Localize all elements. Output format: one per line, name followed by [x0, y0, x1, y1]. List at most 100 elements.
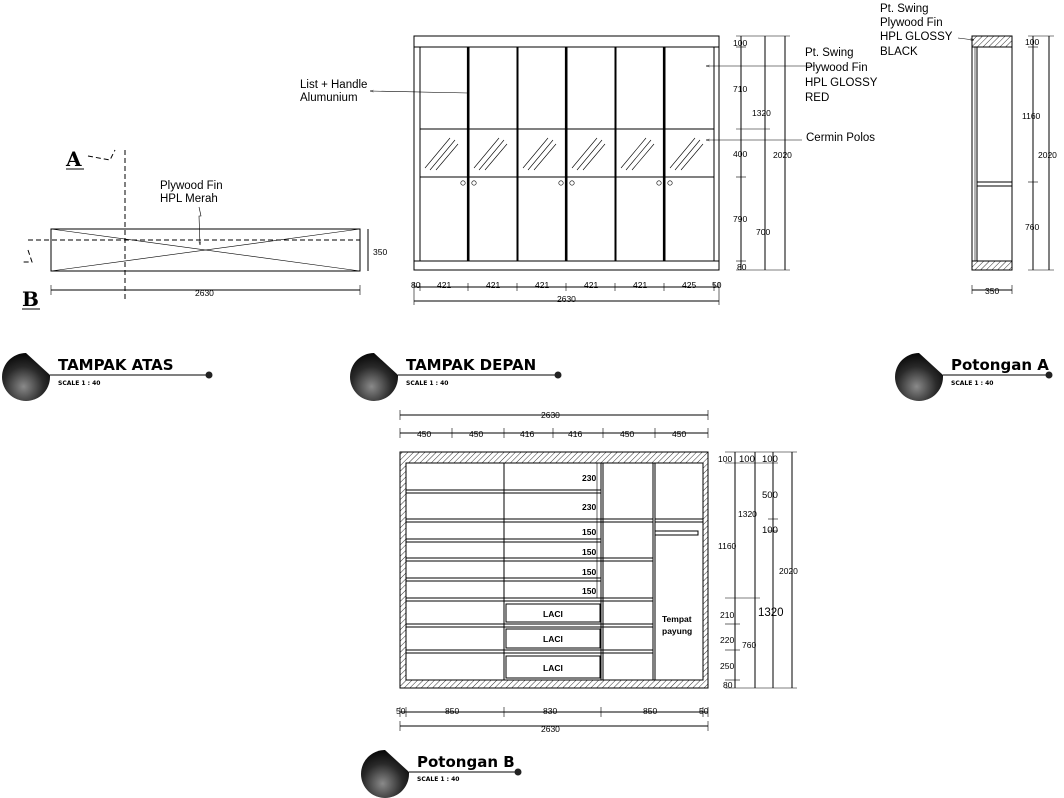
- b-bottom-total: 2630: [541, 724, 560, 734]
- b-bottom-dim: 830: [543, 706, 557, 716]
- front-hdim: 421: [633, 280, 647, 290]
- a-vdim: 1160: [1022, 111, 1041, 121]
- section-a-view: Pt. Swing Plywood Fin HPL GLOSSY BLACK 1…: [880, 3, 1057, 296]
- mirror-band: [419, 128, 715, 178]
- front-vdim2: 700: [756, 227, 770, 237]
- b-vdim-b: 1320: [738, 509, 757, 519]
- drawer: [505, 603, 601, 623]
- front-view: List + Handle Alumunium Pt. Swing Plywoo…: [300, 35, 878, 305]
- drawer-label: LACI: [543, 609, 563, 619]
- cabinet-frame: [413, 35, 720, 271]
- front-vtotal: 2020: [773, 150, 792, 160]
- b-vdim-a: 250: [720, 661, 734, 671]
- front-vdim: 400: [733, 149, 747, 159]
- title-bullet-icon: [361, 750, 409, 798]
- top-note-line1: Plywood Fin: [160, 180, 223, 192]
- title-potongan-b: Potongan B SCALE 1 : 40: [361, 750, 522, 798]
- b-vdim-c: 100: [762, 454, 778, 465]
- note-a-line4: BLACK: [880, 46, 918, 58]
- front-hdim: 80: [411, 280, 421, 290]
- top-view-outline: [50, 228, 361, 272]
- front-vdim: 80: [737, 262, 747, 272]
- front-total-dim: 2630: [557, 294, 576, 304]
- b-top-dim: 416: [520, 429, 534, 439]
- a-vtotal: 2020: [1038, 150, 1057, 160]
- note-door-line1: Pt. Swing: [805, 47, 854, 59]
- title-bullet-icon: [895, 353, 943, 401]
- b-top-dim: 450: [672, 429, 686, 439]
- title-tampak-depan: TAMPAK DEPAN SCALE 1 : 40: [350, 353, 562, 401]
- note-door-line2: Plywood Fin: [805, 62, 868, 74]
- mirror-hatch: [424, 137, 704, 171]
- scale-text: SCALE 1 : 40: [951, 380, 993, 387]
- shelf-dim: 150: [582, 527, 596, 537]
- front-hdim: 421: [535, 280, 549, 290]
- note-a-line3: HPL GLOSSY: [880, 31, 953, 43]
- scale-text: SCALE 1 : 40: [58, 380, 100, 387]
- b-top-total: 2630: [541, 410, 560, 420]
- note-a-line1: Pt. Swing: [880, 3, 929, 15]
- front-vdim: 790: [733, 214, 747, 224]
- front-vdim: 710: [733, 84, 747, 94]
- shelf-dim: 150: [582, 547, 596, 557]
- note-a-line2: Plywood Fin: [880, 17, 943, 29]
- note-mirror: Cermin Polos: [806, 132, 875, 144]
- title-text: TAMPAK ATAS: [58, 356, 174, 374]
- title-text: Potongan A: [951, 356, 1049, 374]
- shelf-dim: 230: [582, 473, 596, 483]
- b-bottom-dim: 50: [396, 706, 406, 716]
- title-text: TAMPAK DEPAN: [406, 356, 536, 374]
- b-vdim-c: 500: [762, 490, 778, 501]
- top-depth-dim: 350: [373, 247, 387, 257]
- b-vdim-c-1320: 1320: [758, 607, 784, 619]
- b-bottom-dim: 50: [699, 706, 709, 716]
- b-top-dim: 416: [568, 429, 582, 439]
- section-a-label: A: [65, 147, 82, 171]
- b-vdim-a: 80: [723, 680, 733, 690]
- a-vdim: 100: [1025, 37, 1039, 47]
- drawer: [505, 655, 601, 679]
- b-vtotal: 2020: [779, 566, 798, 576]
- b-bottom-dim: 850: [445, 706, 459, 716]
- b-vdim-c: 100: [762, 525, 778, 536]
- note-list-line1: List + Handle: [300, 79, 367, 91]
- title-potongan-a: Potongan A SCALE 1 : 40: [895, 353, 1053, 401]
- section-b-view: LACI LACI LACI Tempat payung 230 230 150…: [396, 410, 798, 734]
- umbrella-label-1: Tempat: [662, 614, 692, 624]
- front-hdim: 50: [712, 280, 722, 290]
- drawer-label: LACI: [543, 663, 563, 673]
- b-top-dim: 450: [417, 429, 431, 439]
- a-vdim: 760: [1025, 222, 1039, 232]
- scale-text: SCALE 1 : 40: [417, 776, 459, 783]
- front-vdim: 100: [733, 38, 747, 48]
- note-door-line3: HPL GLOSSY: [805, 77, 878, 89]
- drawer-label: LACI: [543, 634, 563, 644]
- shelf-dim: 150: [582, 586, 596, 596]
- front-vdim2: 1320: [752, 108, 771, 118]
- title-tampak-atas: TAMPAK ATAS SCALE 1 : 40: [2, 353, 213, 401]
- b-vdim-a: 100: [718, 454, 732, 464]
- b-top-dim: 450: [620, 429, 634, 439]
- b-bottom-dim: 850: [643, 706, 657, 716]
- b-vdim-a: 1160: [718, 541, 737, 551]
- note-list-line2: Alumunium: [300, 92, 358, 104]
- b-vdim-b: 100: [739, 454, 755, 465]
- b-vdim-a: 210: [720, 610, 734, 620]
- top-view: A B Plywood Fin HPL Merah 2630 350: [22, 147, 387, 311]
- front-hdim: 421: [486, 280, 500, 290]
- front-hdim: 421: [584, 280, 598, 290]
- top-width-dim: 2630: [195, 288, 214, 298]
- front-hdim: 425: [682, 280, 696, 290]
- umbrella-label-2: payung: [662, 626, 692, 636]
- title-bullet-icon: [2, 353, 50, 401]
- section-b-label: B: [22, 287, 39, 311]
- hanging-rail: [654, 530, 699, 536]
- title-text: Potongan B: [417, 753, 515, 771]
- top-note-line2: HPL Merah: [160, 193, 218, 205]
- drawer: [505, 628, 601, 649]
- b-vdim-b: 760: [742, 640, 756, 650]
- front-hdim: 421: [437, 280, 451, 290]
- title-bullet-icon: [350, 353, 398, 401]
- b-top-dim: 450: [469, 429, 483, 439]
